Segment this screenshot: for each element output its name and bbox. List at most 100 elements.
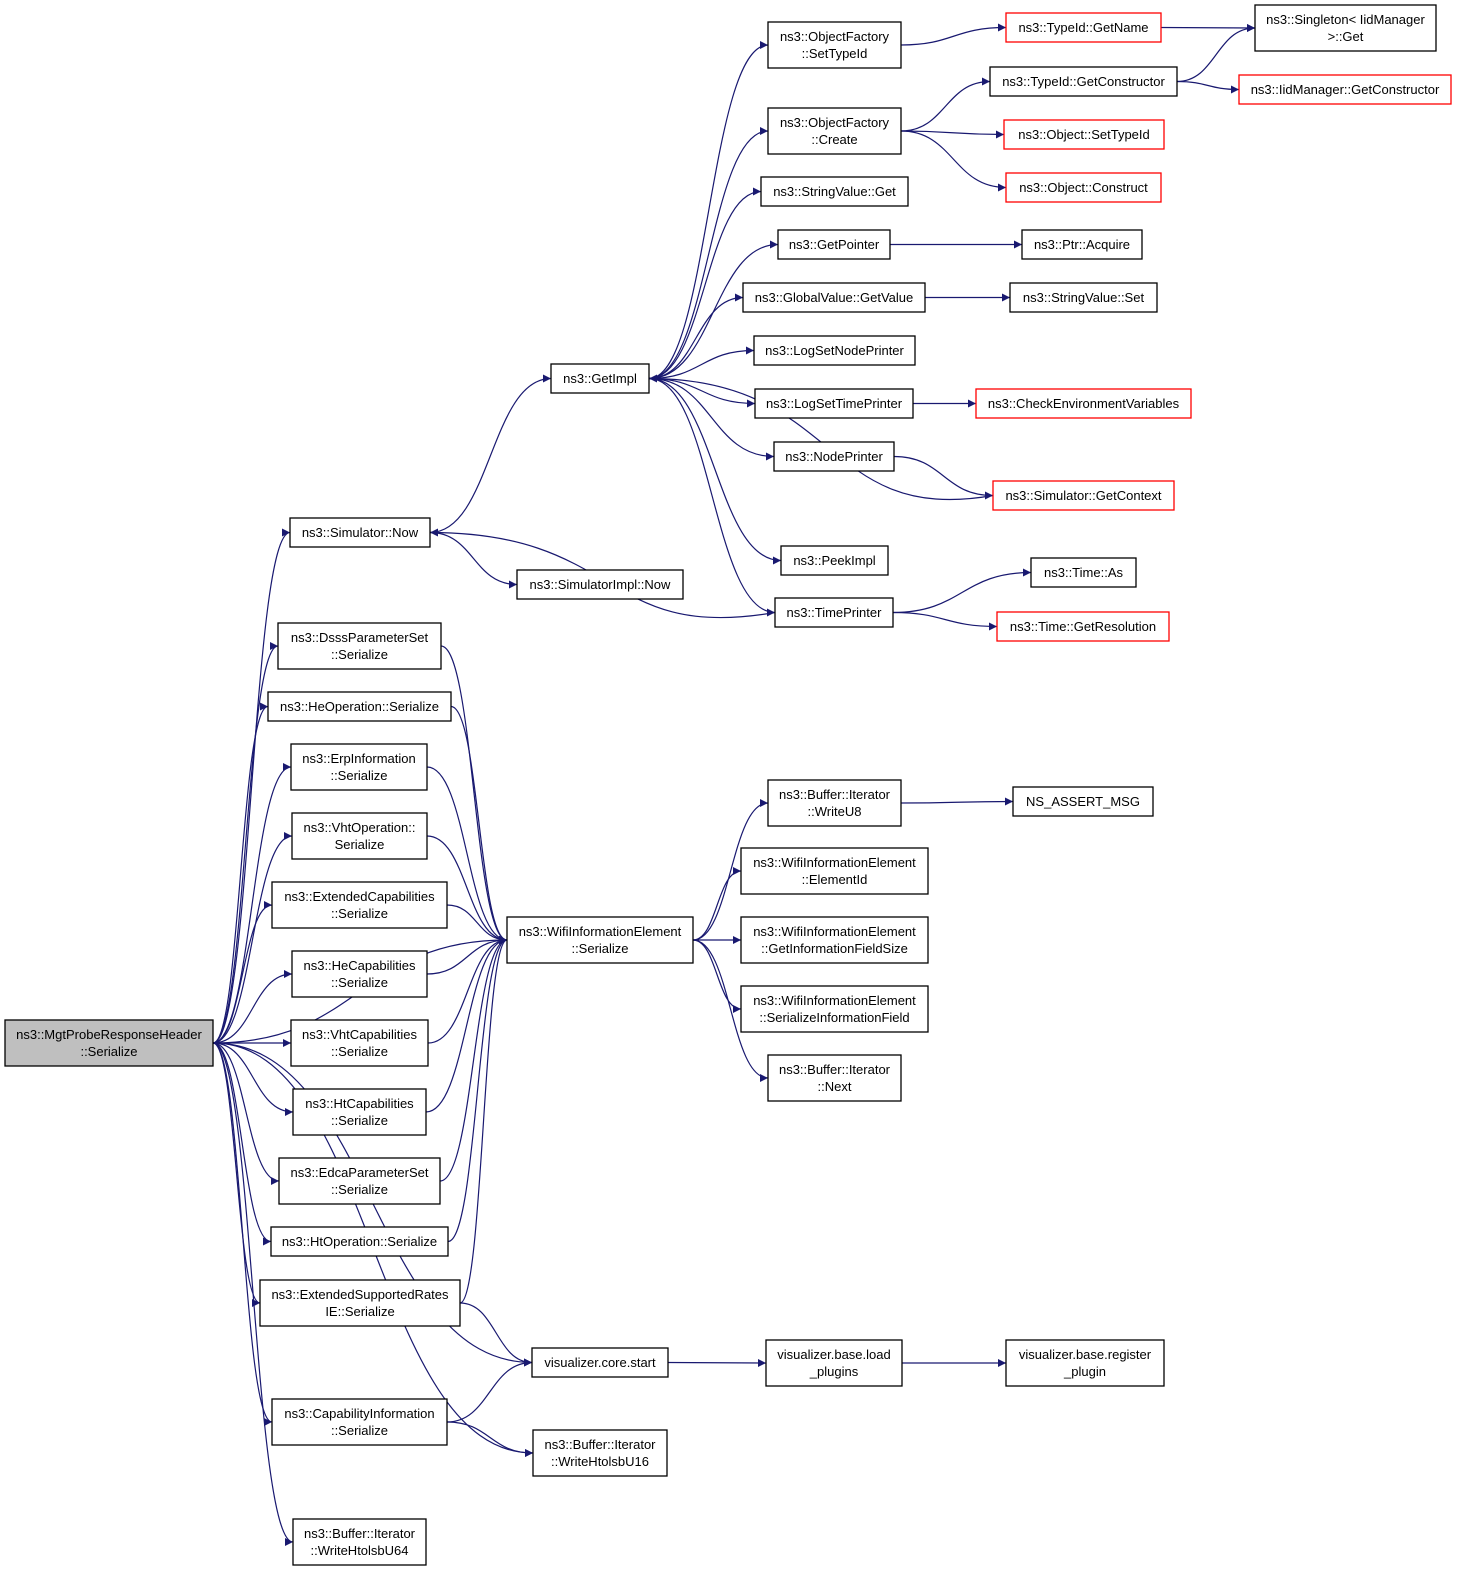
- edge-extsup-to-wifiser: [459, 936, 508, 1304]
- node-tidname[interactable]: ns3::TypeId::GetName: [1005, 12, 1162, 43]
- node-extcap[interactable]: ns3::ExtendedCapabilities::Serialize: [271, 881, 448, 929]
- node-iidctor[interactable]: ns3::IidManager::GetConstructor: [1238, 74, 1452, 105]
- node-ofsettype[interactable]: ns3::ObjectFactory::SetTypeId: [767, 21, 902, 69]
- edge-wifiser-to-bufnext: [692, 939, 769, 1082]
- node-label: ::SerializeInformationField: [759, 1010, 909, 1025]
- node-objset[interactable]: ns3::Object::SetTypeId: [1003, 119, 1165, 150]
- node-strget[interactable]: ns3::StringValue::Get: [760, 176, 909, 207]
- node-box: [516, 569, 684, 600]
- node-htcap[interactable]: ns3::HtCapabilities::Serialize: [292, 1088, 427, 1136]
- node-htop[interactable]: ns3::HtOperation::Serialize: [270, 1226, 449, 1257]
- node-timeres[interactable]: ns3::Time::GetResolution: [996, 611, 1170, 642]
- node-wifiser[interactable]: ns3::WifiInformationElement::Serialize: [506, 916, 694, 964]
- node-label: ns3::HtCapabilities: [305, 1096, 414, 1111]
- edge-getimpl-to-ofcreate: [648, 127, 769, 380]
- node-writeu8[interactable]: ns3::Buffer::Iterator::WriteU8: [767, 779, 902, 827]
- edge-edca-to-wifiser: [439, 936, 508, 1182]
- node-box: [1005, 1339, 1165, 1387]
- node-vizstart[interactable]: visualizer.core.start: [531, 1347, 669, 1378]
- edge-hecap-to-wifiser: [426, 936, 508, 975]
- node-logtime[interactable]: ns3::LogSetTimePrinter: [754, 388, 914, 419]
- node-loadplug[interactable]: visualizer.base.load_plugins: [765, 1339, 903, 1387]
- node-regplug[interactable]: visualizer.base.register_plugin: [1005, 1339, 1165, 1387]
- node-box: [270, 1226, 449, 1257]
- node-box: [1012, 786, 1154, 817]
- node-objcon[interactable]: ns3::Object::Construct: [1005, 172, 1162, 203]
- node-getimpl[interactable]: ns3::GetImpl: [550, 363, 650, 394]
- node-box: [1254, 4, 1437, 52]
- node-ofcreate[interactable]: ns3::ObjectFactory::Create: [767, 107, 902, 155]
- edge-timeprinter-to-timeas: [892, 568, 1032, 614]
- edge-writeu8-to-assert: [900, 797, 1014, 806]
- node-label: visualizer.base.load: [777, 1347, 890, 1362]
- node-box: [975, 388, 1192, 419]
- node-box: [780, 545, 889, 576]
- node-lognode[interactable]: ns3::LogSetNodePrinter: [753, 335, 916, 366]
- edge-htcap-to-wifiser: [425, 936, 508, 1113]
- node-hecap[interactable]: ns3::HeCapabilities::Serialize: [291, 950, 428, 998]
- node-label: ns3::LogSetTimePrinter: [766, 396, 903, 411]
- node-timeas[interactable]: ns3::Time::As: [1030, 557, 1137, 588]
- edge-root-to-erp: [212, 763, 292, 1044]
- edge-getimpl-to-nodeprinter: [648, 377, 775, 461]
- node-box: [531, 1347, 669, 1378]
- node-root[interactable]: ns3::MgtProbeResponseHeader::Serialize: [4, 1019, 214, 1067]
- node-label: ns3::VhtCapabilities: [302, 1027, 417, 1042]
- node-timeprinter[interactable]: ns3::TimePrinter: [774, 597, 894, 628]
- node-label: ns3::CapabilityInformation: [284, 1406, 434, 1421]
- edge-root-to-capinfo: [212, 1042, 273, 1426]
- node-simimplnow[interactable]: ns3::SimulatorImpl::Now: [516, 569, 684, 600]
- node-nodeprinter[interactable]: ns3::NodePrinter: [773, 441, 895, 472]
- node-gvget[interactable]: ns3::GlobalValue::GetValue: [742, 282, 926, 313]
- edge-simnow-to-getimpl: [429, 374, 552, 534]
- edge-htop-to-wifiser: [447, 936, 508, 1243]
- edge-wifiser-to-elemid: [692, 867, 742, 941]
- node-simnow[interactable]: ns3::Simulator::Now: [289, 517, 431, 548]
- node-label: IE::Serialize: [325, 1304, 394, 1319]
- node-label: ::Serialize: [331, 1182, 388, 1197]
- node-simctx[interactable]: ns3::Simulator::GetContext: [992, 480, 1175, 511]
- node-heop[interactable]: ns3::HeOperation::Serialize: [267, 691, 452, 722]
- node-label: ns3::Time::GetResolution: [1010, 619, 1156, 634]
- node-edca[interactable]: ns3::EdcaParameterSet::Serialize: [278, 1157, 441, 1205]
- node-box: [777, 229, 891, 260]
- node-assert[interactable]: NS_ASSERT_MSG: [1012, 786, 1154, 817]
- node-strset[interactable]: ns3::StringValue::Set: [1009, 282, 1158, 313]
- edge-getimpl-to-strget: [648, 187, 762, 380]
- node-vhtop[interactable]: ns3::VhtOperation::Serialize: [291, 812, 428, 860]
- node-label: ::Serialize: [331, 975, 388, 990]
- node-vhtcap[interactable]: ns3::VhtCapabilities::Serialize: [290, 1019, 429, 1067]
- node-tidctor[interactable]: ns3::TypeId::GetConstructor: [989, 66, 1178, 97]
- edge-ofcreate-to-objcon: [900, 130, 1007, 192]
- node-box: [742, 282, 926, 313]
- node-box: [291, 812, 428, 860]
- node-label: ns3::ObjectFactory: [780, 115, 890, 130]
- node-erp[interactable]: ns3::ErpInformation::Serialize: [290, 743, 428, 791]
- node-w16[interactable]: ns3::Buffer::Iterator::WriteHtolsbU16: [532, 1429, 668, 1477]
- edge-capinfo-to-vizstart: [446, 1358, 533, 1423]
- node-box: [740, 847, 929, 895]
- node-peekimpl[interactable]: ns3::PeekImpl: [780, 545, 889, 576]
- node-box: [767, 1054, 902, 1102]
- edge-root-to-htop: [212, 1042, 272, 1246]
- node-label: ::Serialize: [80, 1044, 137, 1059]
- node-label: >::Get: [1328, 29, 1364, 44]
- node-ptracq[interactable]: ns3::Ptr::Acquire: [1021, 229, 1143, 260]
- node-singleton[interactable]: ns3::Singleton< IidManager>::Get: [1254, 4, 1437, 52]
- node-getptr[interactable]: ns3::GetPointer: [777, 229, 891, 260]
- edge-root-to-htcap: [212, 1042, 294, 1116]
- node-checkenv[interactable]: ns3::CheckEnvironmentVariables: [975, 388, 1192, 419]
- node-capinfo[interactable]: ns3::CapabilityInformation::Serialize: [271, 1398, 448, 1446]
- edge-getimpl-to-gvget: [648, 293, 744, 380]
- node-w64[interactable]: ns3::Buffer::Iterator::WriteHtolsbU64: [292, 1518, 427, 1566]
- node-dsss[interactable]: ns3::DsssParameterSet::Serialize: [277, 622, 442, 670]
- node-box: [760, 176, 909, 207]
- node-label: ::Serialize: [331, 1423, 388, 1438]
- node-elemid[interactable]: ns3::WifiInformationElement::ElementId: [740, 847, 929, 895]
- node-label: ::SetTypeId: [802, 46, 868, 61]
- node-serinfo[interactable]: ns3::WifiInformationElement::SerializeIn…: [740, 985, 929, 1033]
- node-box: [1021, 229, 1143, 260]
- node-bufnext[interactable]: ns3::Buffer::Iterator::Next: [767, 1054, 902, 1102]
- node-getinfo[interactable]: ns3::WifiInformationElement::GetInformat…: [740, 916, 929, 964]
